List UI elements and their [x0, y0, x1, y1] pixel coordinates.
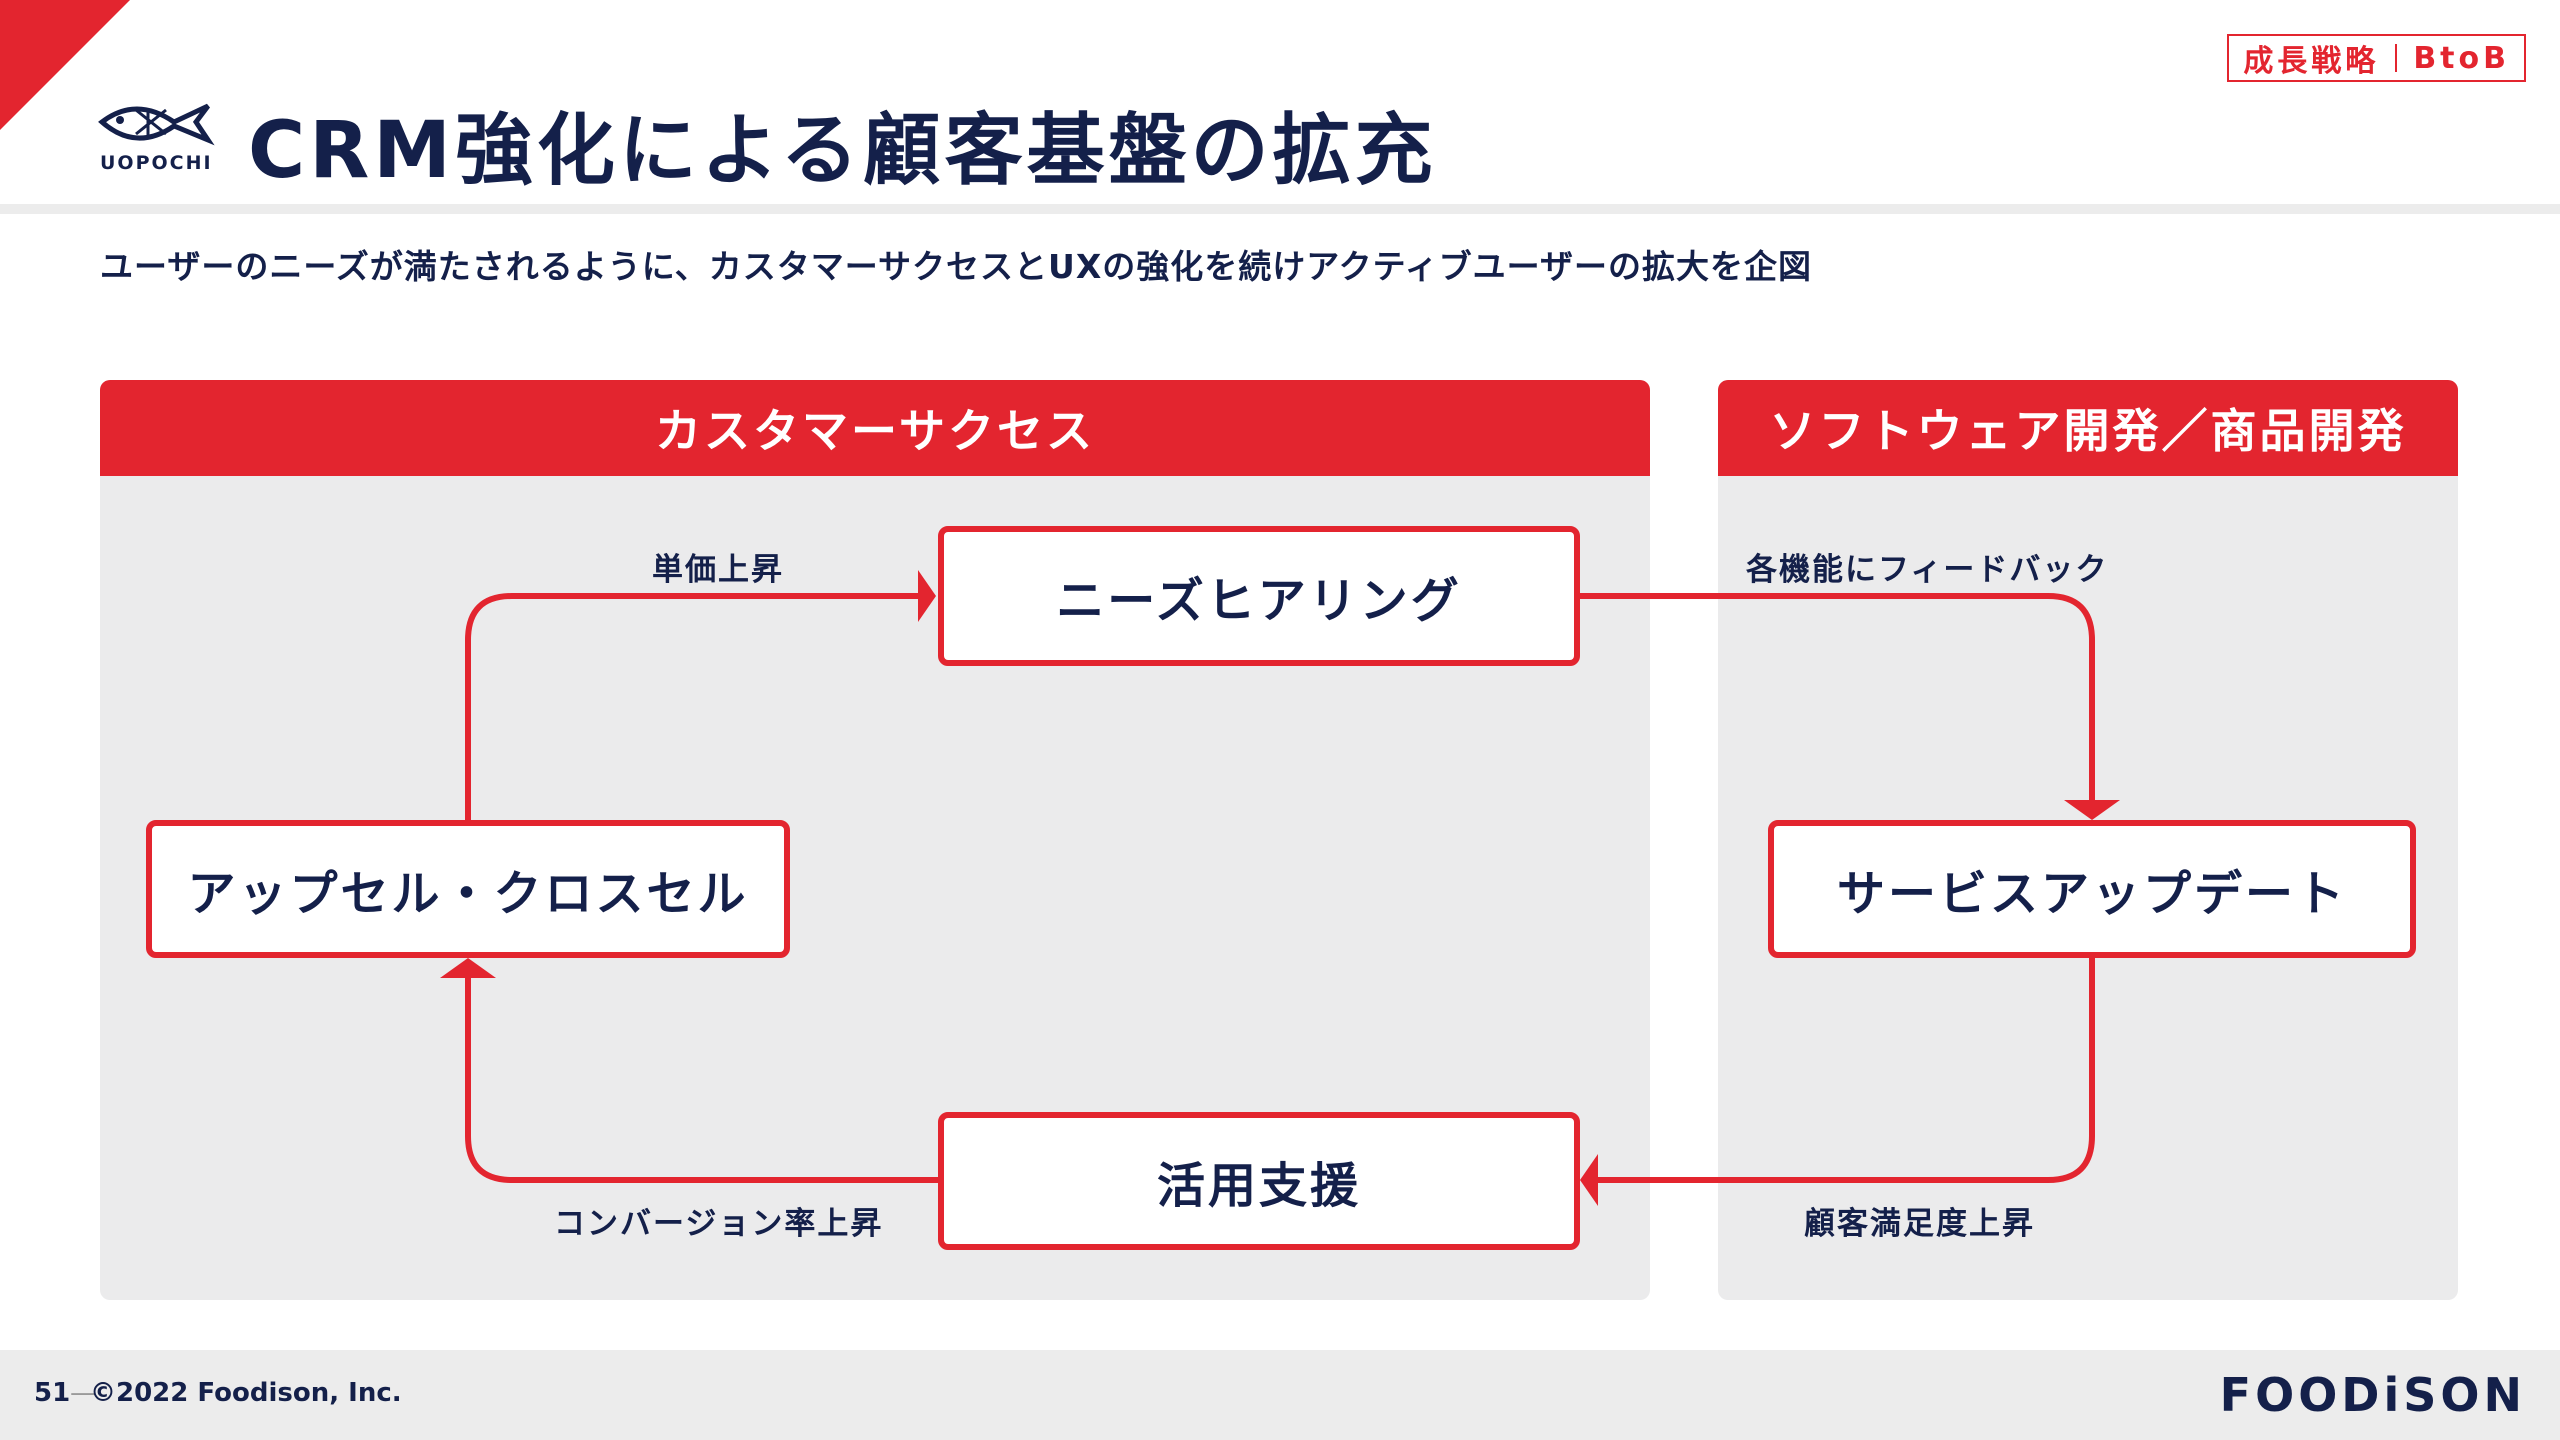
label-conversion: コンバージョン率上昇 [554, 1206, 884, 1242]
fish-logo-icon [98, 103, 215, 146]
page-number: 51 [34, 1378, 71, 1408]
copyright: ©2022 Foodison, Inc. [90, 1378, 402, 1408]
brand-logo: FOODiSON [2219, 1368, 2526, 1422]
label-feedback: 各機能にフィードバック [1746, 552, 2109, 588]
title-divider [0, 204, 2560, 214]
arrowhead-satisfaction [1580, 1154, 1598, 1206]
page-title: CRM強化による顧客基盤の拡充 [248, 106, 1437, 196]
box-usage-support: 活用支援 [938, 1112, 1580, 1250]
box-service-update: サービスアップデート [1768, 820, 2416, 958]
tag-separator [2395, 44, 2398, 72]
panel-software-development-header: ソフトウェア開発／商品開発 [1718, 380, 2458, 476]
box-needs-hearing: ニーズヒアリング [938, 526, 1580, 666]
logo-text: UOPOCHI [100, 152, 213, 174]
arrow-feedback [1580, 593, 2095, 805]
tag-btob: BtoB [2413, 40, 2510, 76]
arrowhead-feedback [2064, 800, 2120, 820]
arrow-satisfaction [1598, 958, 2095, 1183]
box-upsell-crosssell: アップセル・クロスセル [146, 820, 790, 958]
page-subtitle: ユーザーのニーズが満たされるように、カスタマーサクセスとUXの強化を続けアクティ… [100, 247, 1812, 286]
footer-bar [0, 1350, 2560, 1440]
arrowhead-conversion [440, 958, 496, 978]
label-unit-price: 単価上昇 [652, 552, 784, 588]
arrow-conversion [465, 976, 938, 1183]
panel-customer-success-header: カスタマーサクセス [100, 380, 1650, 476]
tag-strategy: 成長戦略 [2243, 44, 2380, 79]
label-satisfaction: 顧客満足度上昇 [1804, 1206, 2035, 1242]
corner-triangle-decoration [0, 0, 130, 130]
arrow-unit-price [465, 593, 922, 822]
arrowhead-unit-price [918, 570, 936, 622]
category-tag: 成長戦略 BtoB [2227, 34, 2526, 82]
page-dash: — [70, 1378, 96, 1408]
